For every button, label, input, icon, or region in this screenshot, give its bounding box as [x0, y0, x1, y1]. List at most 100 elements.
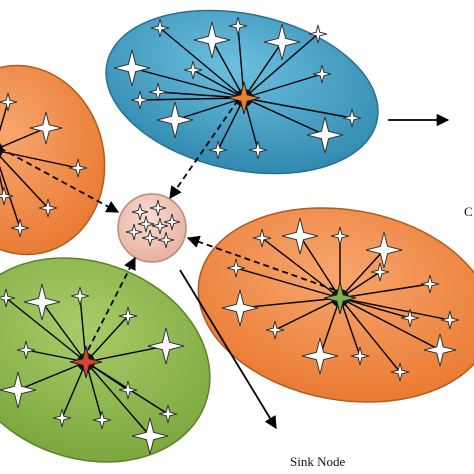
- sensor-node-star-icon: [0, 288, 16, 308]
- member-to-head-link: [239, 297, 341, 309]
- member-to-head-link: [299, 235, 341, 299]
- sink-node-star-icon: [141, 229, 159, 247]
- sensor-node-star-icon: [38, 198, 58, 218]
- sink-node-label: Sink Node: [290, 454, 345, 469]
- sink-label-arrow: [179, 269, 277, 430]
- member-to-head-link: [0, 150, 79, 169]
- member-to-head-link: [174, 97, 245, 121]
- member-to-head-link: [0, 127, 47, 149]
- cluster-orange-left: [0, 64, 106, 256]
- sensor-node-star-icon: [365, 231, 403, 269]
- sensor-node-star-icon: [23, 283, 61, 321]
- sensor-node-star-icon: [113, 49, 151, 87]
- sensor-node-star-icon: [221, 289, 259, 327]
- sensor-node-star-icon: [306, 116, 344, 154]
- cluster-head-to-sink-link: [87, 256, 136, 351]
- sensor-node-star-icon: [156, 101, 194, 139]
- sensor-node-star-icon: [420, 274, 440, 294]
- sensor-node-star-icon: [70, 286, 90, 306]
- sensor-node-star-icon: [0, 92, 18, 112]
- member-to-head-link: [0, 155, 49, 209]
- member-to-head-link: [61, 361, 87, 419]
- cluster-head-to-sink-link: [0, 147, 120, 213]
- sensor-node-star-icon: [350, 346, 370, 366]
- member-to-head-link: [319, 297, 341, 357]
- sink-node-star-icon: [131, 203, 149, 221]
- member-to-head-link: [243, 97, 353, 119]
- sensor-node-star-icon: [312, 64, 332, 84]
- member-to-head-link: [0, 101, 9, 132]
- sensor-node-star-icon: [265, 320, 285, 340]
- sensor-node-star-icon: [330, 226, 350, 246]
- sink-node-star-icon: [151, 217, 169, 235]
- sensor-node-star-icon: [150, 18, 170, 38]
- member-to-head-link: [217, 97, 245, 151]
- member-to-head-link: [159, 27, 245, 99]
- sink-node-star-icon: [149, 199, 167, 217]
- sensor-node-star-icon: [131, 417, 169, 455]
- member-to-head-link: [0, 174, 5, 197]
- member-to-head-link: [339, 297, 361, 357]
- member-to-head-link: [17, 361, 87, 391]
- member-to-head-link: [85, 361, 103, 421]
- sensor-node-star-icon: [92, 410, 112, 430]
- sensor-node-star-icon: [29, 111, 63, 145]
- sensor-node-star-icon: [370, 262, 390, 282]
- sink-node-star-icon: [125, 223, 143, 241]
- sink-node: [117, 193, 187, 263]
- member-to-head-link: [339, 297, 451, 321]
- sink-node-star-icon: [157, 231, 175, 249]
- sensor-node-star-icon: [16, 340, 36, 360]
- member-to-head-link: [261, 237, 341, 299]
- sink-node-star-icon: [163, 213, 181, 231]
- sensor-node-star-icon: [68, 158, 88, 178]
- sensor-node-star-icon: [252, 228, 272, 248]
- sensor-node-star-icon: [118, 306, 138, 326]
- sensor-node-star-icon: [390, 362, 410, 382]
- sensor-node-star-icon: [130, 90, 150, 110]
- sensor-node-star-icon: [147, 327, 185, 365]
- sensor-node-star-icon: [440, 310, 460, 330]
- sensor-node-star-icon: [248, 140, 268, 160]
- member-to-head-link: [339, 249, 385, 299]
- sensor-node-star-icon: [281, 217, 319, 255]
- sink-node-star-icon: [137, 215, 155, 233]
- member-to-head-link: [243, 97, 326, 136]
- member-to-head-link: [243, 41, 283, 99]
- member-to-head-link: [0, 165, 21, 229]
- cluster-head-star-icon: [69, 345, 103, 379]
- sensor-node-star-icon: [423, 333, 457, 367]
- member-to-head-link: [339, 297, 411, 319]
- cluster-green-bottom-left: [0, 257, 211, 463]
- member-to-head-link: [274, 297, 341, 331]
- sensor-node-star-icon: [118, 380, 138, 400]
- cluster-orange-right: [197, 207, 474, 403]
- member-to-head-link: [339, 283, 431, 299]
- member-to-head-link: [41, 301, 87, 363]
- sensor-node-star-icon: [400, 308, 420, 328]
- sensor-node-star-icon: [263, 23, 301, 61]
- member-to-head-link: [5, 297, 87, 363]
- sensor-node-star-icon: [228, 16, 248, 36]
- member-to-head-link: [339, 297, 401, 373]
- sensor-node-star-icon: [301, 337, 339, 375]
- member-to-head-link: [243, 33, 319, 99]
- sensor-node-star-icon: [342, 108, 362, 128]
- member-to-head-link: [192, 69, 245, 99]
- member-to-head-link: [85, 361, 151, 437]
- sensor-node-star-icon: [0, 186, 14, 206]
- sensor-node-star-icon: [226, 258, 246, 278]
- sensor-node-star-icon: [308, 24, 328, 44]
- sensor-node-star-icon: [52, 408, 72, 428]
- sensor-node-star-icon: [193, 21, 231, 59]
- sensor-node-star-icon: [10, 218, 30, 238]
- cluster-head-star-icon: [227, 81, 261, 115]
- member-to-head-link: [85, 315, 129, 363]
- sensor-node-star-icon: [148, 82, 168, 102]
- member-to-head-link: [157, 91, 245, 99]
- cluster-head-core: [0, 143, 3, 157]
- sensor-node-star-icon: [0, 371, 37, 409]
- sensor-node-star-icon: [208, 140, 228, 160]
